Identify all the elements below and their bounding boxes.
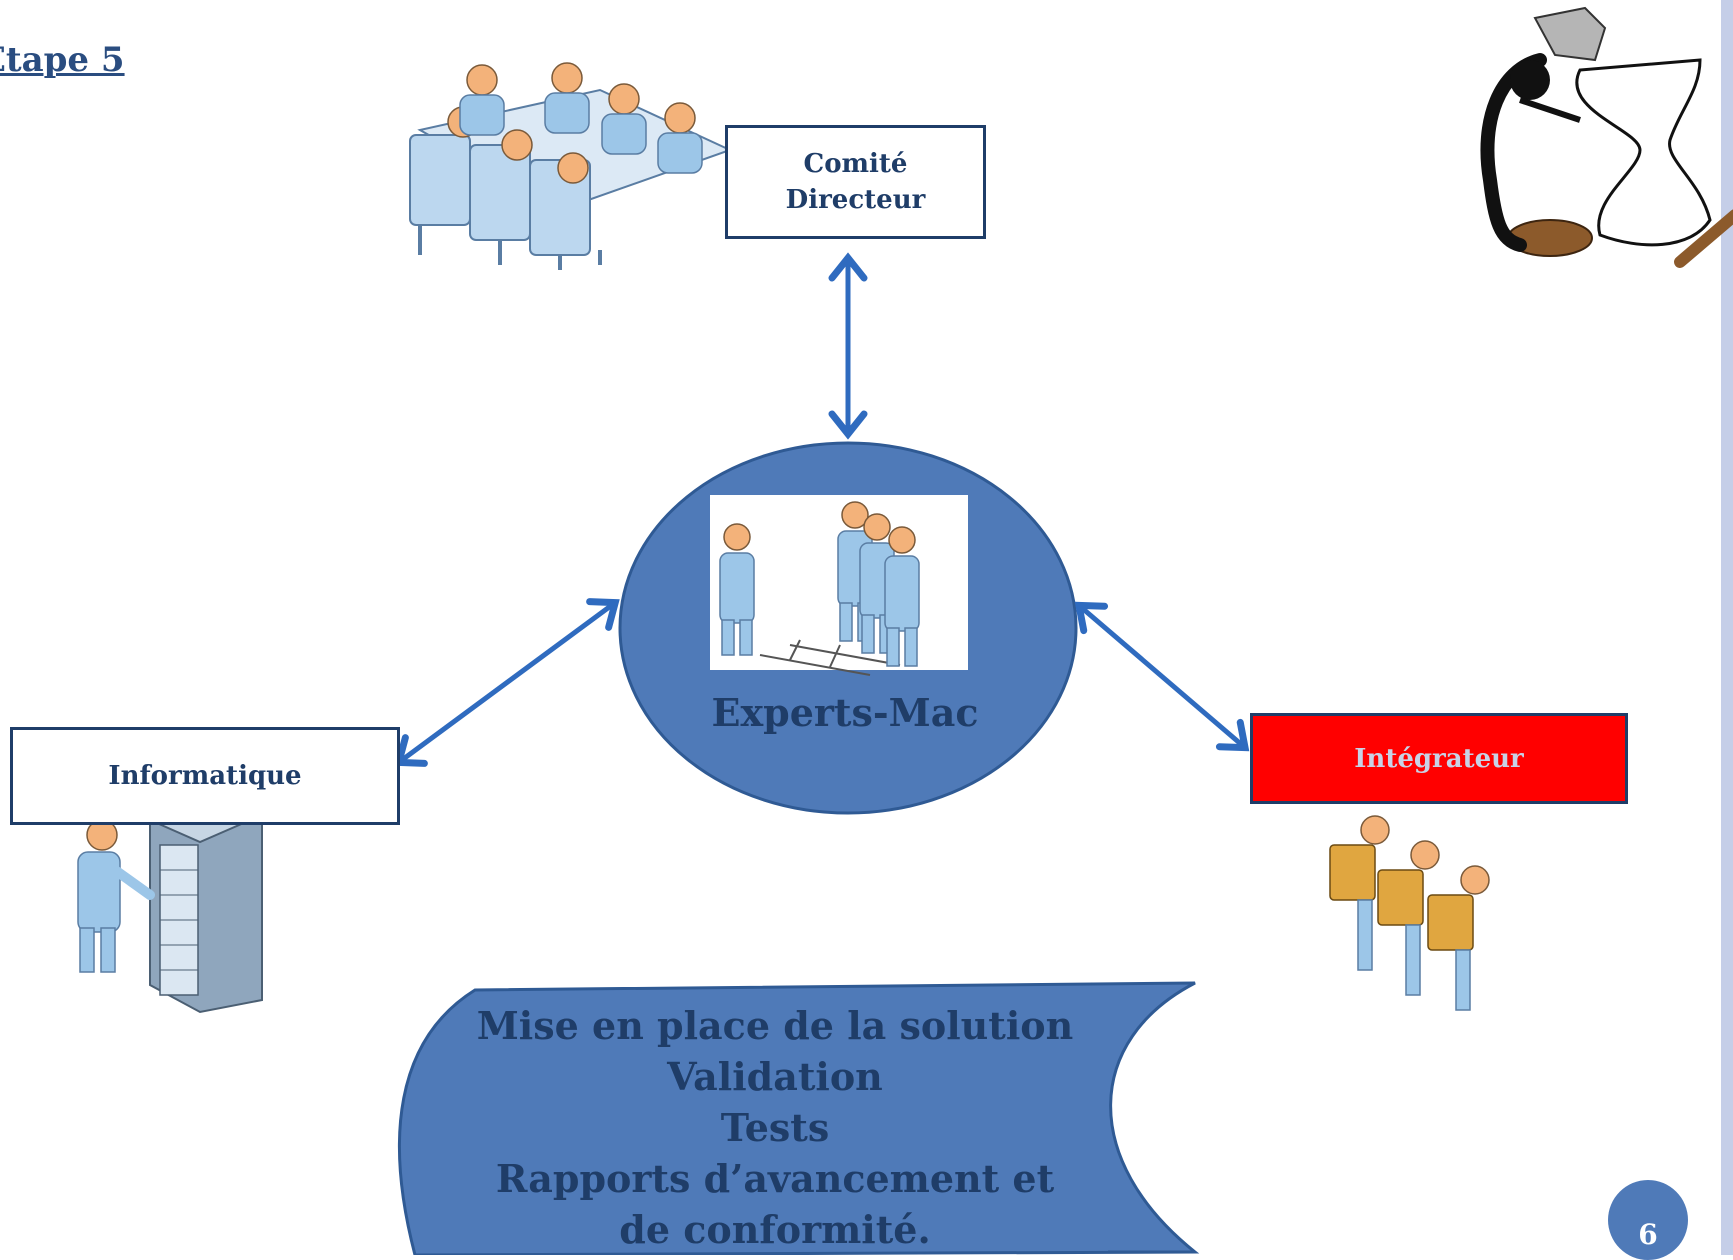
integrateur-box: Intégrateur <box>1250 713 1628 804</box>
activity-item: Rapports d’avancement et <box>495 1156 1055 1201</box>
comite-directeur-box: Comité Directeur <box>725 125 986 239</box>
comite-label-line2: Directeur <box>785 185 926 215</box>
activities-scroll-shape <box>397 981 1200 1255</box>
page-number-badge: 6 <box>1608 1180 1688 1260</box>
integrator-people-icon <box>1329 815 1490 1011</box>
arrow-right-center <box>1074 601 1250 752</box>
activity-item: Tests <box>720 1105 830 1150</box>
arrow-left-center <box>394 598 620 767</box>
page-number: 6 <box>1638 1218 1658 1251</box>
slide-title: Etape 5 <box>0 40 125 80</box>
server-admin-icon <box>77 788 265 1014</box>
comite-label-line1: Comité <box>803 149 908 179</box>
informatique-label: Informatique <box>108 761 302 791</box>
activity-item: Validation <box>667 1054 883 1099</box>
hourglass-figure-icon <box>1480 6 1733 268</box>
activity-item: Mise en place de la solution <box>476 1003 1074 1048</box>
slide-sidebar-bar <box>1721 0 1733 1255</box>
activities-text: Mise en place de la solution Validation … <box>435 1000 1115 1255</box>
people-group-icon <box>710 495 968 676</box>
informatique-box: Informatique <box>10 727 400 825</box>
experts-mac-label: Experts-Mac <box>711 690 979 735</box>
activity-item: de conformité. <box>619 1207 931 1252</box>
meeting-table-icon <box>409 62 733 270</box>
integrateur-label: Intégrateur <box>1354 743 1524 774</box>
